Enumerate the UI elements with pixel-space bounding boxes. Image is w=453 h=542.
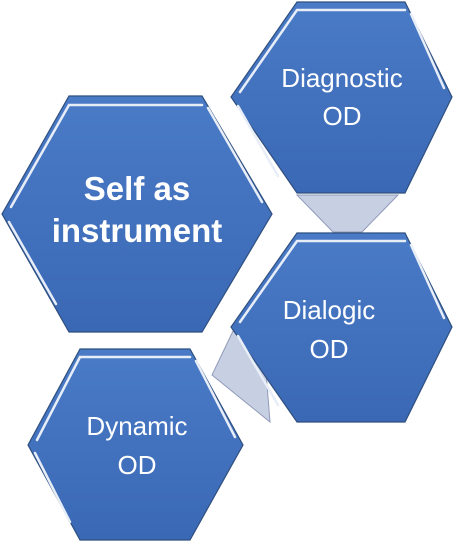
hex-dialogic-line1: Dialogic (283, 295, 376, 325)
hex-dynamic-line1: Dynamic (86, 411, 187, 441)
hex-self-as-instrument: Self as instrument (1, 95, 273, 333)
svg-text:Diagnostic: Diagnostic (281, 63, 402, 93)
svg-text:Dialogic: Dialogic (283, 295, 376, 325)
hex-self-line2: instrument (52, 212, 223, 249)
svg-text:Self as: Self as (84, 170, 190, 207)
svg-text:Dynamic: Dynamic (86, 411, 187, 441)
hex-diagnostic-od: Diagnostic OD (230, 1, 453, 194)
hex-dynamic-od: Dynamic OD (27, 348, 244, 541)
hex-diagnostic-line2: OD (323, 101, 362, 131)
hex-dialogic-line2: OD (310, 334, 349, 364)
svg-text:OD: OD (118, 450, 157, 480)
hex-diagnostic-line1: Diagnostic (281, 63, 402, 93)
svg-text:OD: OD (310, 334, 349, 364)
svg-text:OD: OD (323, 101, 362, 131)
connector-diagnostic-dialogic (295, 194, 400, 233)
hex-self-line1: Self as (84, 170, 190, 207)
hex-dynamic-line2: OD (118, 450, 157, 480)
svg-text:instrument: instrument (52, 212, 223, 249)
hex-dialogic-od: Dialogic OD (230, 232, 453, 423)
